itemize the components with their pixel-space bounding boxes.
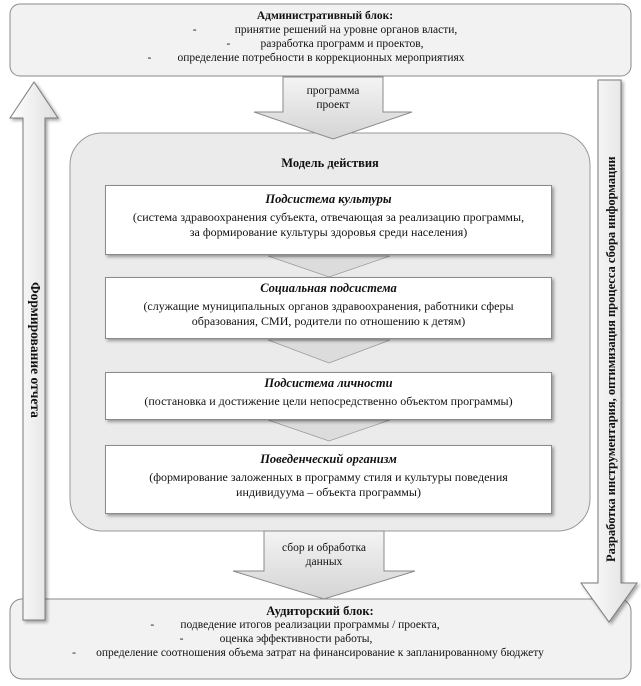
bottom-arrow-line2: данных xyxy=(305,556,343,568)
subsystem-behavioral-title: Поведенческий организм xyxy=(260,452,397,466)
audit-block-title: Аудиторский блок: xyxy=(266,604,374,618)
subsystem-behavioral-line1: (формирование заложенных в программу сти… xyxy=(149,470,508,484)
chevron-arrow-3 xyxy=(267,419,391,442)
subsystem-culture: Подсистема культуры (система здравоохран… xyxy=(105,185,552,255)
subsystem-social: Социальная подсистема (служащие муниципа… xyxy=(105,277,552,339)
left-arrow-label: Формирование отчета xyxy=(28,282,43,418)
right-down-arrow xyxy=(580,79,638,623)
chevron-arrow-1 xyxy=(267,255,391,278)
subsystem-culture-line1: (система здравоохранения субъекта, отвеч… xyxy=(132,210,525,224)
bottom-arrow-line1: сбор и обработка xyxy=(282,542,366,554)
admin-block-title: Административный блок: xyxy=(256,10,394,22)
audit-item-1: -подведение итогов реализации программы … xyxy=(150,619,440,631)
bottom-arrow-label: сбор и обработка данных xyxy=(264,541,384,569)
top-arrow-line1: программа xyxy=(306,85,360,97)
subsystem-personality: Подсистема личности (постановка и достиж… xyxy=(105,372,552,420)
subsystem-personality-line1: (постановка и достижение цели непосредст… xyxy=(144,394,513,408)
audit-block-box xyxy=(9,598,632,680)
bottom-flow-arrow xyxy=(232,530,416,600)
top-arrow-line2: проект xyxy=(316,99,350,111)
admin-item-3: -определение потребности в коррекционных… xyxy=(147,52,465,64)
audit-item-2: -оценка эффективности работы, xyxy=(179,633,373,645)
admin-item-2: -разработка программ и проектов, xyxy=(226,38,424,50)
admin-block-box xyxy=(9,3,632,77)
left-up-arrow xyxy=(9,81,59,621)
subsystem-culture-title: Подсистема культуры xyxy=(265,192,392,206)
subsystem-social-line2: образования, СМИ, родители по отношению … xyxy=(191,314,466,328)
chevron-arrow-2 xyxy=(267,339,391,364)
audit-block: Аудиторский блок: -подведение итогов реа… xyxy=(30,604,610,660)
subsystem-behavioral: Поведенческий организм (формирование зал… xyxy=(105,445,552,514)
subsystem-social-title: Социальная подсистема xyxy=(260,281,397,295)
top-flow-arrow xyxy=(253,76,413,140)
audit-item-3: -определение соотношения объема затрат н… xyxy=(72,647,544,659)
subsystem-culture-line2: за формирование культуры здоровья среди … xyxy=(189,225,468,239)
subsystem-personality-title: Подсистема личности xyxy=(264,376,393,390)
right-arrow-label: Разработка инструментария, оптимизация п… xyxy=(604,156,618,562)
admin-block: Административный блок: -принятие решений… xyxy=(130,9,520,65)
subsystem-social-line1: (служащие муниципальных органов здравоох… xyxy=(143,299,514,313)
admin-item-1: -принятие решений на уровне органов влас… xyxy=(192,24,458,36)
model-title: Модель действия xyxy=(281,156,379,170)
top-arrow-label: программа проект xyxy=(283,84,383,112)
subsystem-behavioral-line2: индивидуума – объекта программы) xyxy=(236,485,421,499)
